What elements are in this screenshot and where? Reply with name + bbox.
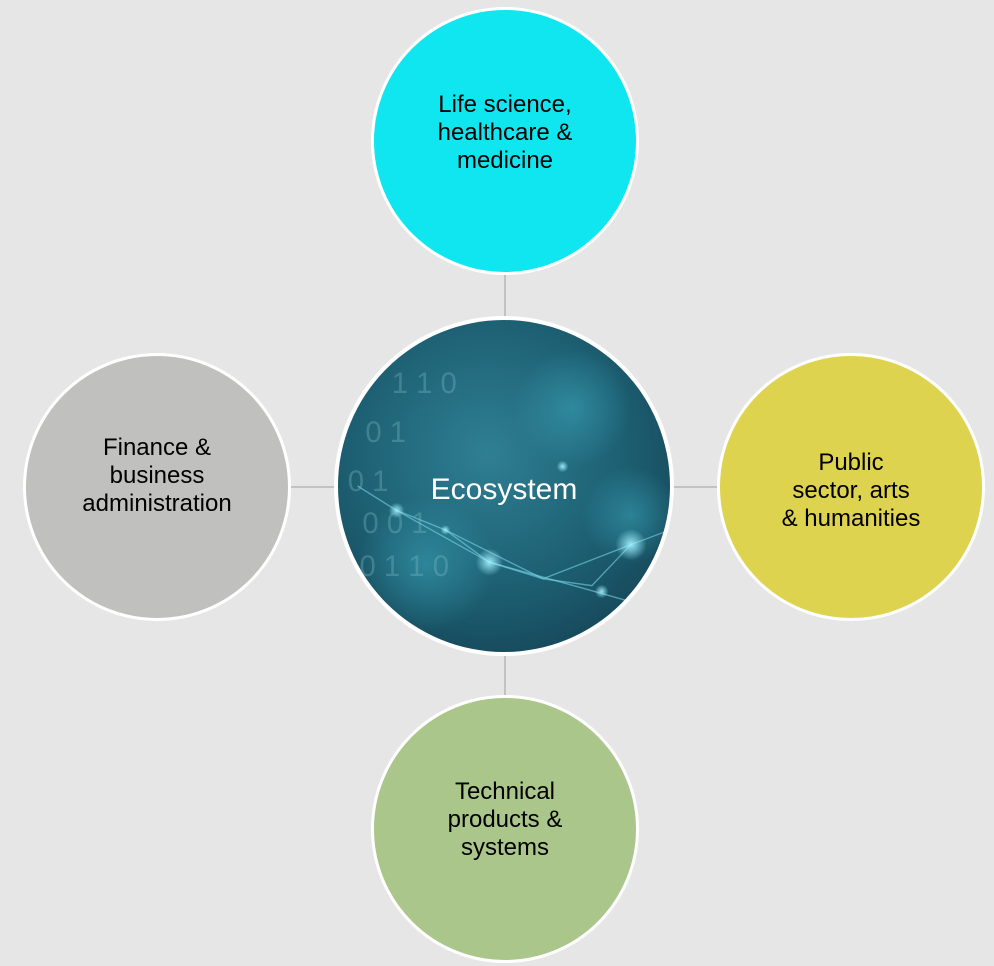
digits-row-5: 0 1 1 0 bbox=[359, 550, 449, 583]
center-ecosystem-circle: 1 1 0 0 1 0 1 0 0 1 0 1 1 0 Ecosystem bbox=[334, 316, 674, 656]
node-technical: Technical products & systems bbox=[371, 695, 639, 963]
digits-row-3: 0 1 bbox=[348, 465, 389, 498]
center-label: Ecosystem bbox=[430, 473, 578, 506]
node-finance: Finance & business administration bbox=[23, 353, 291, 621]
center-background-image: 1 1 0 0 1 0 1 0 0 1 0 1 1 0 bbox=[338, 320, 670, 652]
node-public-sector: Public sector, arts & humanities bbox=[717, 353, 985, 621]
node-technical-label: Technical products & systems bbox=[447, 778, 563, 861]
digits-row-4: 0 0 1 bbox=[362, 507, 427, 540]
node-life-science: Life science, healthcare & medicine bbox=[371, 7, 639, 275]
binary-digits: 1 1 0 0 1 0 1 0 0 1 0 1 1 0 bbox=[348, 367, 457, 583]
node-life-science-label: Life science, healthcare & medicine bbox=[437, 91, 573, 174]
node-public-sector-label: Public sector, arts & humanities bbox=[781, 449, 921, 532]
digits-row-1: 1 1 0 bbox=[392, 367, 457, 400]
digits-row-2: 0 1 bbox=[365, 416, 406, 449]
node-finance-label: Finance & business administration bbox=[82, 434, 232, 517]
